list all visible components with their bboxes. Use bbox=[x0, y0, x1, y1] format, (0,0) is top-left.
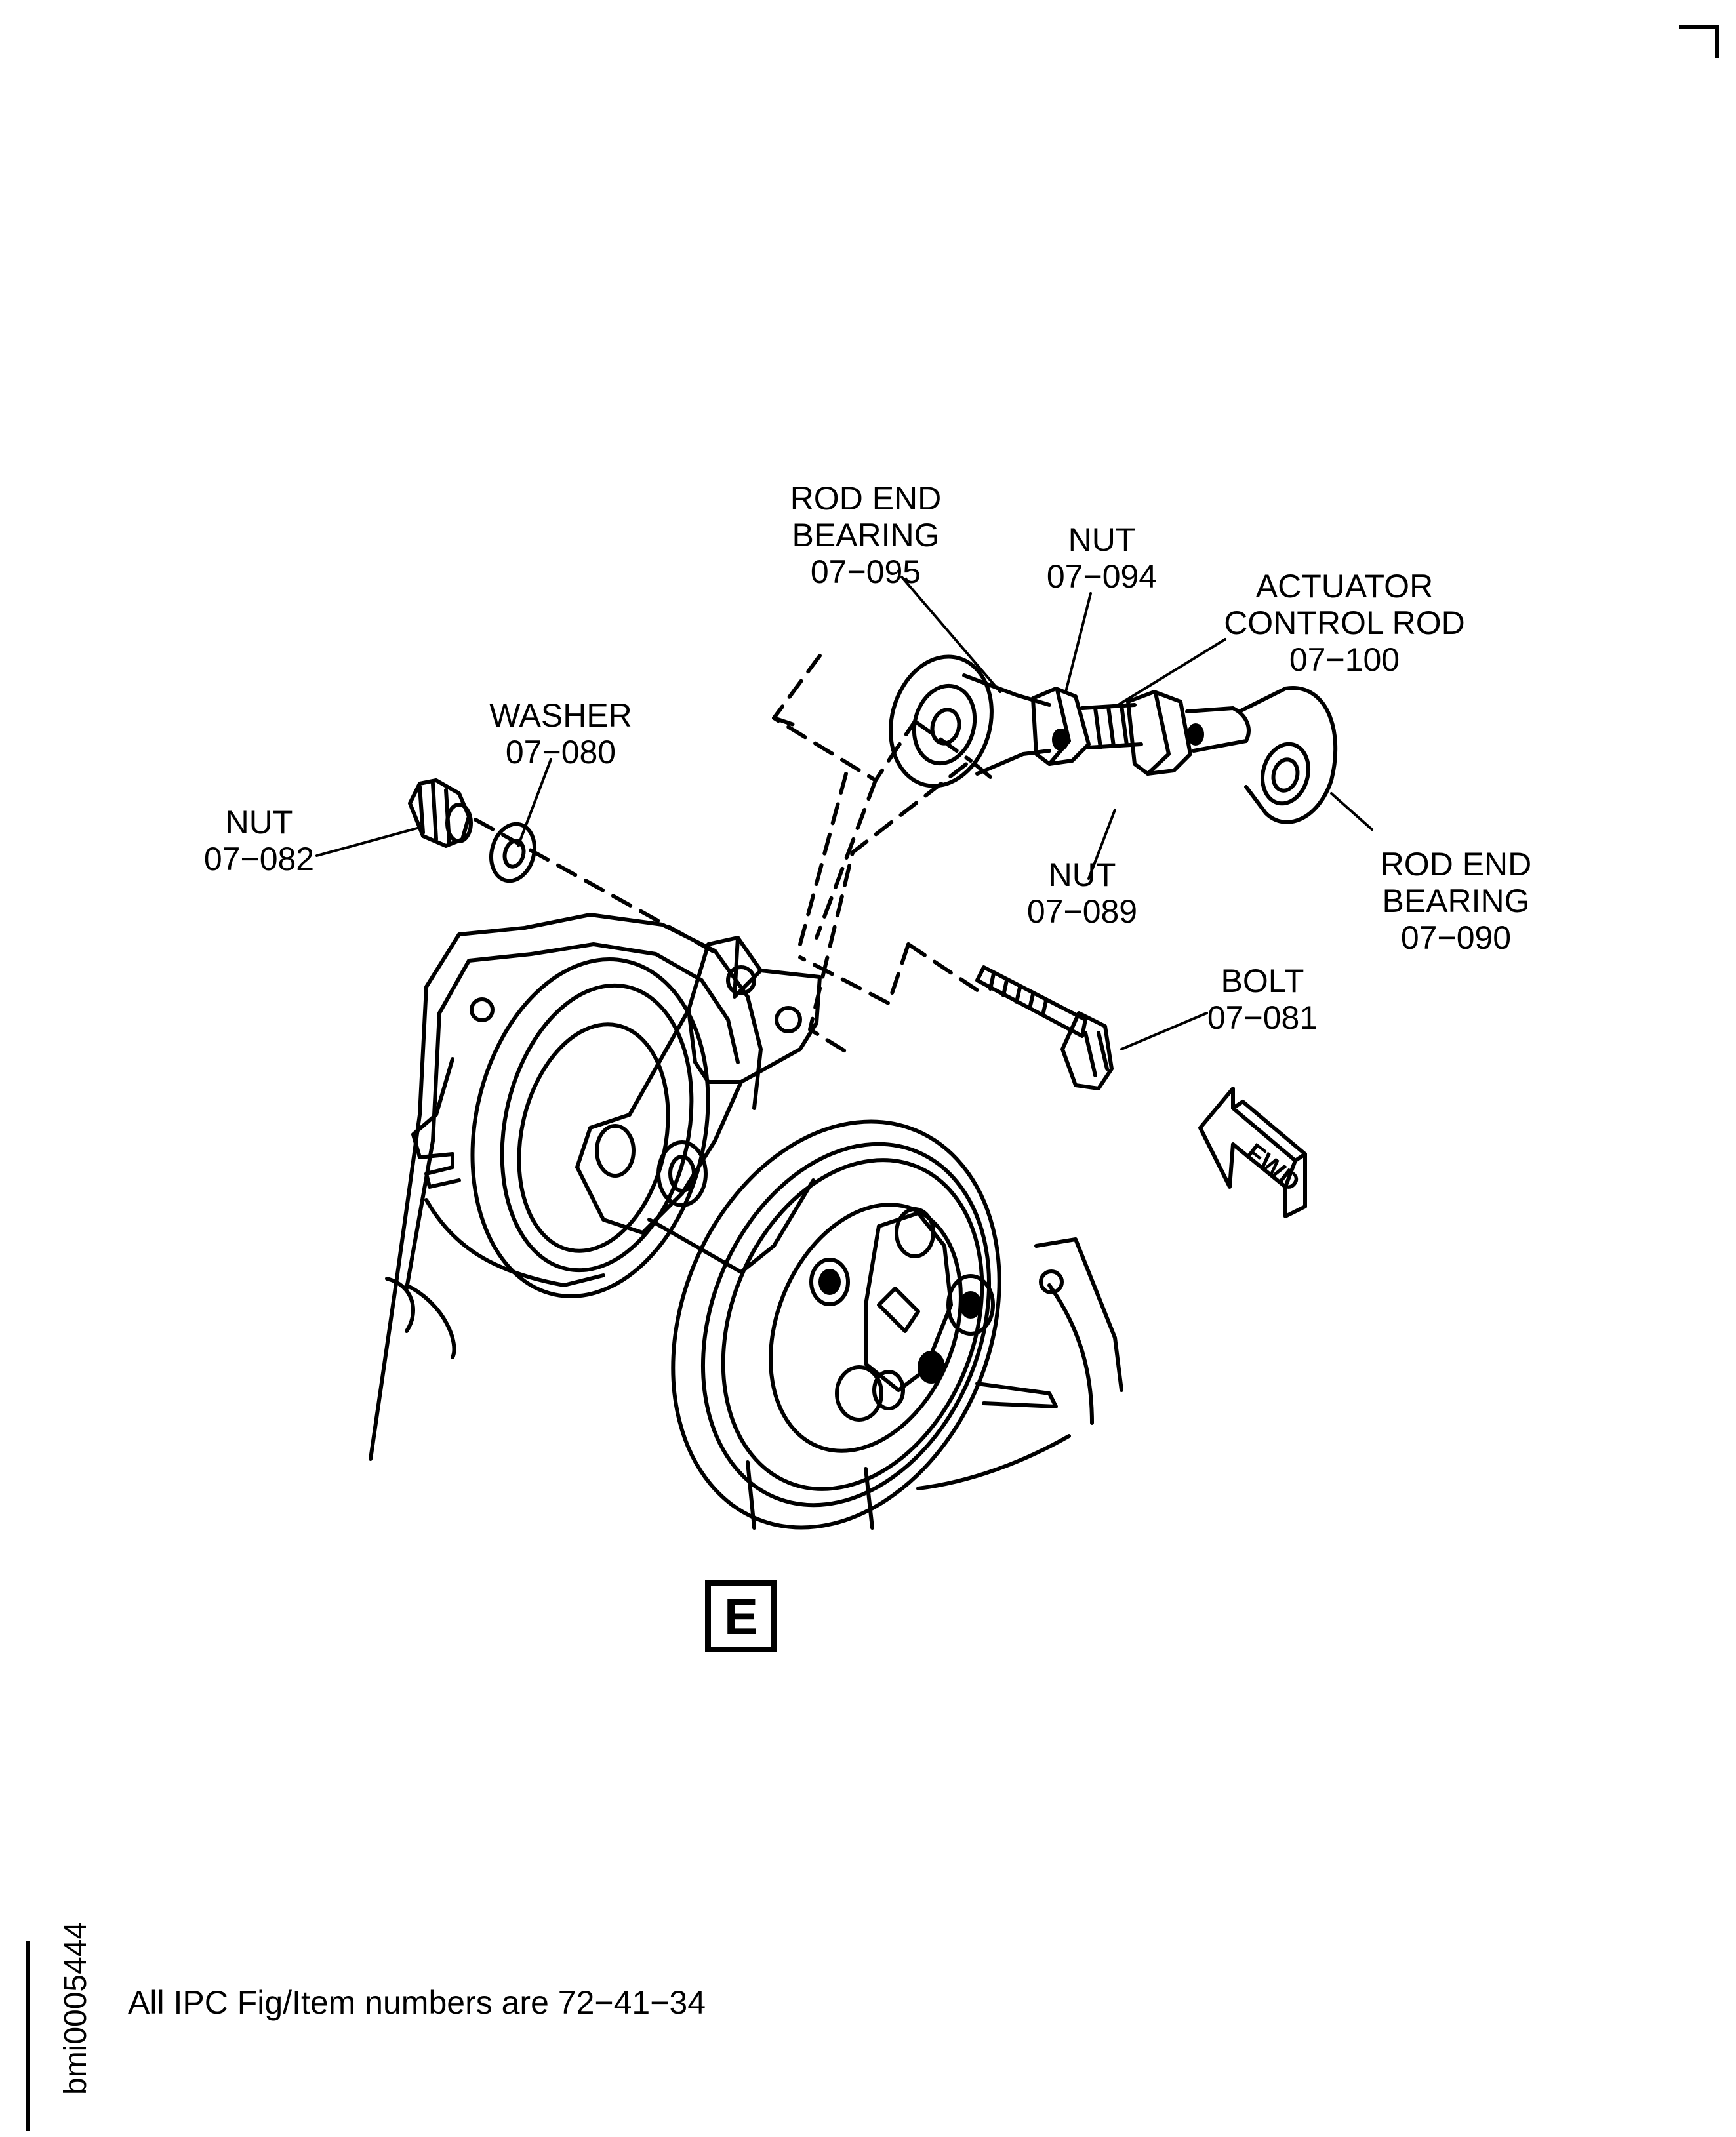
callout-line1: ROD END bbox=[790, 480, 942, 517]
callout-part-number: 07−089 bbox=[1026, 893, 1138, 930]
callout-part-number: 07−080 bbox=[505, 734, 616, 770]
image-id: bmi0005444 bbox=[58, 1921, 93, 2095]
housing-structure bbox=[369, 913, 1123, 1530]
nut-082 bbox=[408, 778, 473, 848]
footer-note: All IPC Fig/Item numbers are 72−41−34 bbox=[128, 1984, 706, 2021]
view-letter-box: E bbox=[705, 1580, 777, 1652]
crank-lever bbox=[575, 936, 822, 1274]
bolt-081 bbox=[975, 965, 1114, 1090]
callout-rod-end-bearing-095: ROD END BEARING 07−095 bbox=[774, 480, 958, 590]
callout-part-number: 07−095 bbox=[810, 553, 921, 590]
callout-nut-094: NUT 07−094 bbox=[1023, 521, 1181, 595]
callout-line2: CONTROL ROD bbox=[1224, 605, 1465, 641]
image-id-rule bbox=[26, 1941, 30, 2131]
callout-nut-089: NUT 07−089 bbox=[1003, 856, 1161, 930]
washer-080 bbox=[489, 822, 536, 883]
callout-actuator-control-rod-100: ACTUATOR CONTROL ROD 07−100 bbox=[1207, 568, 1482, 678]
fwd-arrow-icon bbox=[1198, 1087, 1307, 1218]
callout-part-number: 07−082 bbox=[203, 841, 315, 877]
callout-line1: ROD END bbox=[1380, 846, 1532, 883]
callout-part-number: 07−090 bbox=[1400, 919, 1512, 956]
rod-end-bearing-090 bbox=[1238, 686, 1338, 824]
callout-line1: NUT bbox=[225, 804, 293, 841]
callout-part-number: 07−081 bbox=[1207, 999, 1318, 1036]
callout-line1: ACTUATOR bbox=[1255, 568, 1434, 605]
callout-washer-080: WASHER 07−080 bbox=[475, 697, 646, 770]
view-letter: E bbox=[723, 1588, 759, 1645]
callout-rod-end-bearing-090: ROD END BEARING 07−090 bbox=[1364, 846, 1548, 956]
callout-line1: WASHER bbox=[489, 697, 632, 734]
callout-part-number: 07−100 bbox=[1289, 641, 1400, 678]
callout-bolt-081: BOLT 07−081 bbox=[1184, 963, 1341, 1036]
callout-line2: BEARING bbox=[1382, 883, 1530, 919]
rod-end-bearing-095 bbox=[889, 654, 1051, 788]
leader-lines bbox=[315, 576, 1373, 1050]
callout-line1: NUT bbox=[1048, 856, 1116, 893]
corner-crop-mark bbox=[1679, 25, 1719, 58]
callout-part-number: 07−094 bbox=[1046, 558, 1158, 595]
callout-line1: BOLT bbox=[1221, 963, 1304, 999]
callout-nut-082: NUT 07−082 bbox=[184, 804, 334, 877]
actuator-control-rod bbox=[1031, 687, 1251, 776]
callout-line1: NUT bbox=[1068, 521, 1136, 558]
callout-line2: BEARING bbox=[792, 517, 940, 553]
pulley-wheel bbox=[671, 1119, 1001, 1530]
